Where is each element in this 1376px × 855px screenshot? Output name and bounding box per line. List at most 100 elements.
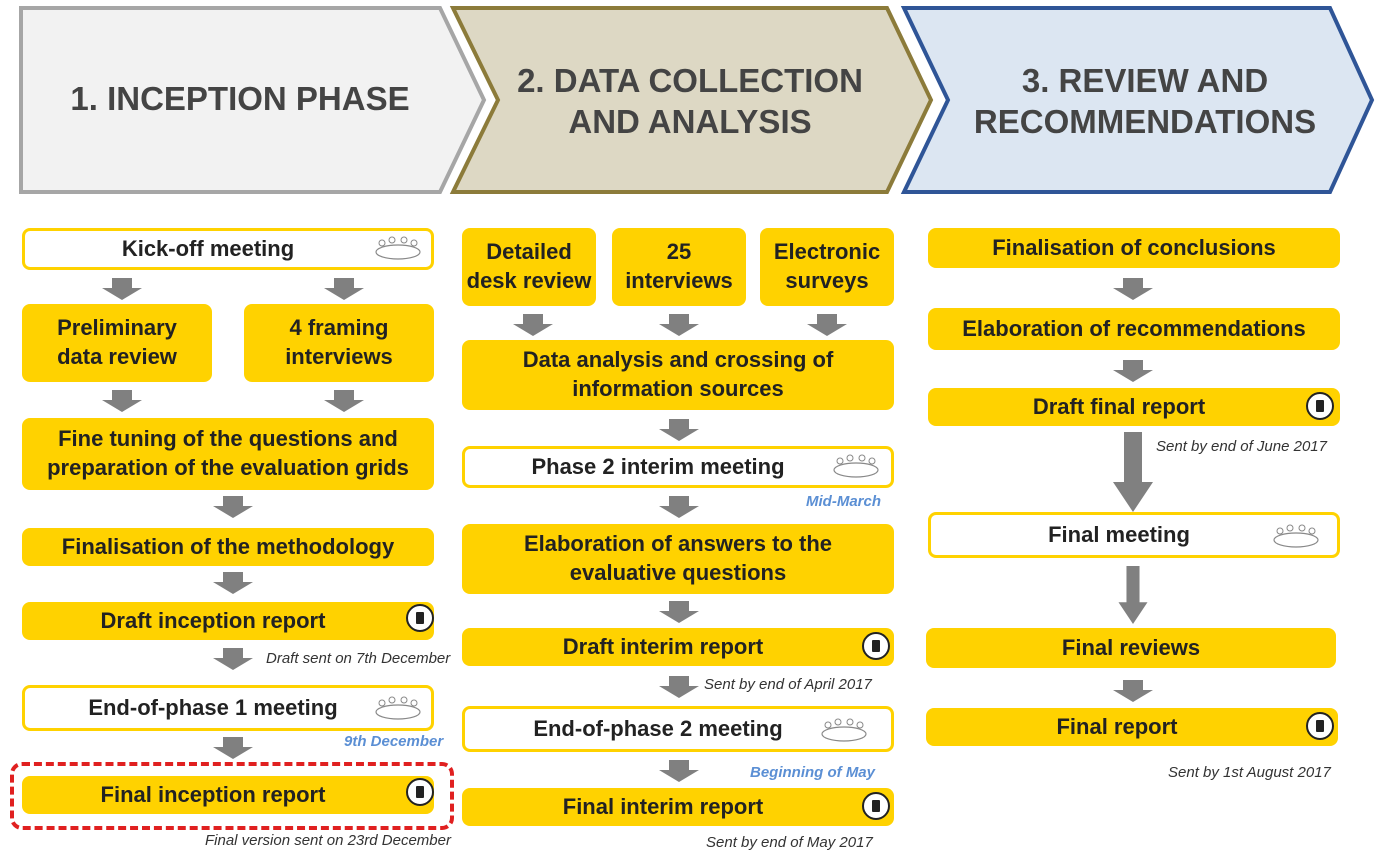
final-inception-report-box: Final inception report [22, 776, 434, 814]
end-phase1-date: 9th December [344, 733, 444, 750]
desk-review-line2: desk review [466, 268, 592, 293]
end-phase2-label: End-of-phase 2 meeting [533, 715, 783, 741]
arrow-recommendations-to-draft [1113, 360, 1153, 382]
final-inception-highlight [10, 762, 454, 830]
finetuning-line1: Fine tuning of the questions and [58, 426, 398, 452]
meeting-icon [821, 718, 867, 742]
arrow-method-to-draft [213, 572, 253, 594]
framing-interviews-box: 4 framing interviews [244, 304, 434, 382]
draft-interim-note: Sent by end of April 2017 [704, 676, 872, 693]
draft-final-label: Draft final report [1032, 393, 1206, 419]
arrow-surveys-to-analysis [807, 314, 847, 336]
document-icon [862, 632, 890, 660]
surveys-line2: surveys [785, 268, 869, 293]
document-icon [862, 792, 890, 820]
arrow-desk-to-analysis [513, 314, 553, 336]
meeting-icon [375, 236, 421, 260]
elaboration-answers-line1: Elaboration of answers to the [523, 531, 833, 557]
phase-1-title-text: 1. INCEPTION PHASE [70, 80, 410, 117]
arrow-answers-to-draft [659, 601, 699, 623]
arrow-reviews-to-final [1113, 680, 1153, 702]
methodology-label: Finalisation of the methodology [61, 533, 395, 559]
phase-3-chevron [900, 6, 1375, 194]
arrow-endmeet-to-final [659, 760, 699, 782]
arrow-draft-to-endmeet [659, 676, 699, 698]
arrow-conclusions-to-recommendations [1113, 278, 1153, 300]
kickoff-meeting-box: Kick-off meeting [22, 228, 434, 270]
data-analysis-line1: Data analysis and crossing of [522, 347, 834, 373]
preliminary-line2: data review [57, 344, 177, 369]
interviews-box: 25 interviews [612, 228, 746, 306]
arrow-kickoff-to-framing [324, 278, 364, 300]
arrow-analysis-to-interim [659, 419, 699, 441]
finetuning-box: Fine tuning of the questions and prepara… [22, 418, 434, 490]
draft-inception-report-box: Draft inception report [22, 602, 434, 640]
arrow-endmeet-to-final [213, 737, 253, 759]
phase-2-title-line2: AND ANALYSIS [568, 103, 812, 141]
phase-3-title-line2: RECOMMENDATIONS [973, 103, 1317, 141]
final-inception-label: Final inception report [100, 781, 326, 807]
phase-1-title: 1. INCEPTION PHASE [30, 78, 450, 119]
final-interim-label: Final interim report [562, 793, 764, 819]
final-meeting-label: Final meeting [1048, 521, 1190, 547]
final-interim-note: Sent by end of May 2017 [706, 834, 873, 851]
data-analysis-box: Data analysis and crossing of informatio… [462, 340, 894, 410]
document-icon [1306, 392, 1334, 420]
phase2-interim-date: Mid-March [806, 493, 881, 510]
phase-3-title: 3. REVIEW AND RECOMMENDATIONS [945, 60, 1345, 143]
arrow-finetune-to-method [213, 496, 253, 518]
draft-final-note: Sent by end of June 2017 [1156, 438, 1327, 455]
document-icon [406, 604, 434, 632]
phase2-interim-label: Phase 2 interim meeting [531, 453, 785, 479]
phase-1-chevron [19, 6, 487, 194]
draft-final-report-box: Draft final report [928, 388, 1340, 426]
arrow-kickoff-to-prelim [102, 278, 142, 300]
recommendations-box: Elaboration of recommendations [928, 308, 1340, 350]
surveys-line1: Electronic [773, 239, 881, 265]
draft-inception-label: Draft inception report [100, 607, 326, 633]
draft-interim-label: Draft interim report [562, 633, 764, 659]
framing-line1: 4 framing [289, 315, 389, 341]
end-phase2-meeting-box: End-of-phase 2 meeting [462, 706, 894, 752]
phase2-interim-meeting-box: Phase 2 interim meeting [462, 446, 894, 488]
end-phase1-label: End-of-phase 1 meeting [88, 694, 338, 720]
arrow-draft-to-meeting [1113, 432, 1153, 512]
conclusions-label: Finalisation of conclusions [992, 234, 1276, 260]
final-reviews-box: Final reviews [926, 628, 1336, 668]
draft-interim-report-box: Draft interim report [462, 628, 894, 666]
elaboration-answers-box: Elaboration of answers to the evaluative… [462, 524, 894, 594]
meeting-icon [375, 696, 421, 720]
final-report-box: Final report [926, 708, 1338, 746]
arrow-meeting-to-reviews [1118, 566, 1148, 624]
final-meeting-box: Final meeting [928, 512, 1340, 558]
phase-chevrons [19, 6, 1375, 194]
kickoff-meeting-label: Kick-off meeting [121, 235, 295, 261]
document-icon [406, 778, 434, 806]
document-icon [1306, 712, 1334, 740]
meeting-icon [833, 454, 879, 478]
end-phase2-date: Beginning of May [750, 764, 875, 781]
end-phase1-meeting-box: End-of-phase 1 meeting [22, 685, 434, 731]
interviews-line2: interviews [625, 268, 733, 293]
recommendations-label: Elaboration of recommendations [962, 315, 1306, 341]
arrow-interim-to-answers [659, 496, 699, 518]
final-report-label: Final report [1056, 713, 1178, 739]
electronic-surveys-box: Electronic surveys [760, 228, 894, 306]
final-reviews-label: Final reviews [1061, 634, 1201, 660]
final-interim-report-box: Final interim report [462, 788, 894, 826]
phase-2-title-line1: 2. DATA COLLECTION [517, 62, 863, 99]
final-inception-note: Final version sent on 23rd December [205, 832, 451, 849]
interviews-line1: 25 [666, 239, 692, 265]
desk-review-box: Detailed desk review [462, 228, 596, 306]
arrow-prelim-to-finetune [102, 390, 142, 412]
final-report-note: Sent by 1st August 2017 [1168, 764, 1331, 781]
phase-3-title-line1: 3. REVIEW AND [1021, 62, 1269, 99]
arrow-framing-to-finetune [324, 390, 364, 412]
draft-inception-note: Draft sent on 7th December [266, 650, 451, 667]
conclusions-box: Finalisation of conclusions [928, 228, 1340, 268]
phase-2-title: 2. DATA COLLECTION AND ANALYSIS [480, 60, 900, 143]
desk-review-line1: Detailed [486, 239, 572, 265]
arrow-draft-to-endmeet [213, 648, 253, 670]
preliminary-line1: Preliminary [57, 315, 177, 341]
finetuning-line2: preparation of the evaluation grids [47, 455, 409, 480]
